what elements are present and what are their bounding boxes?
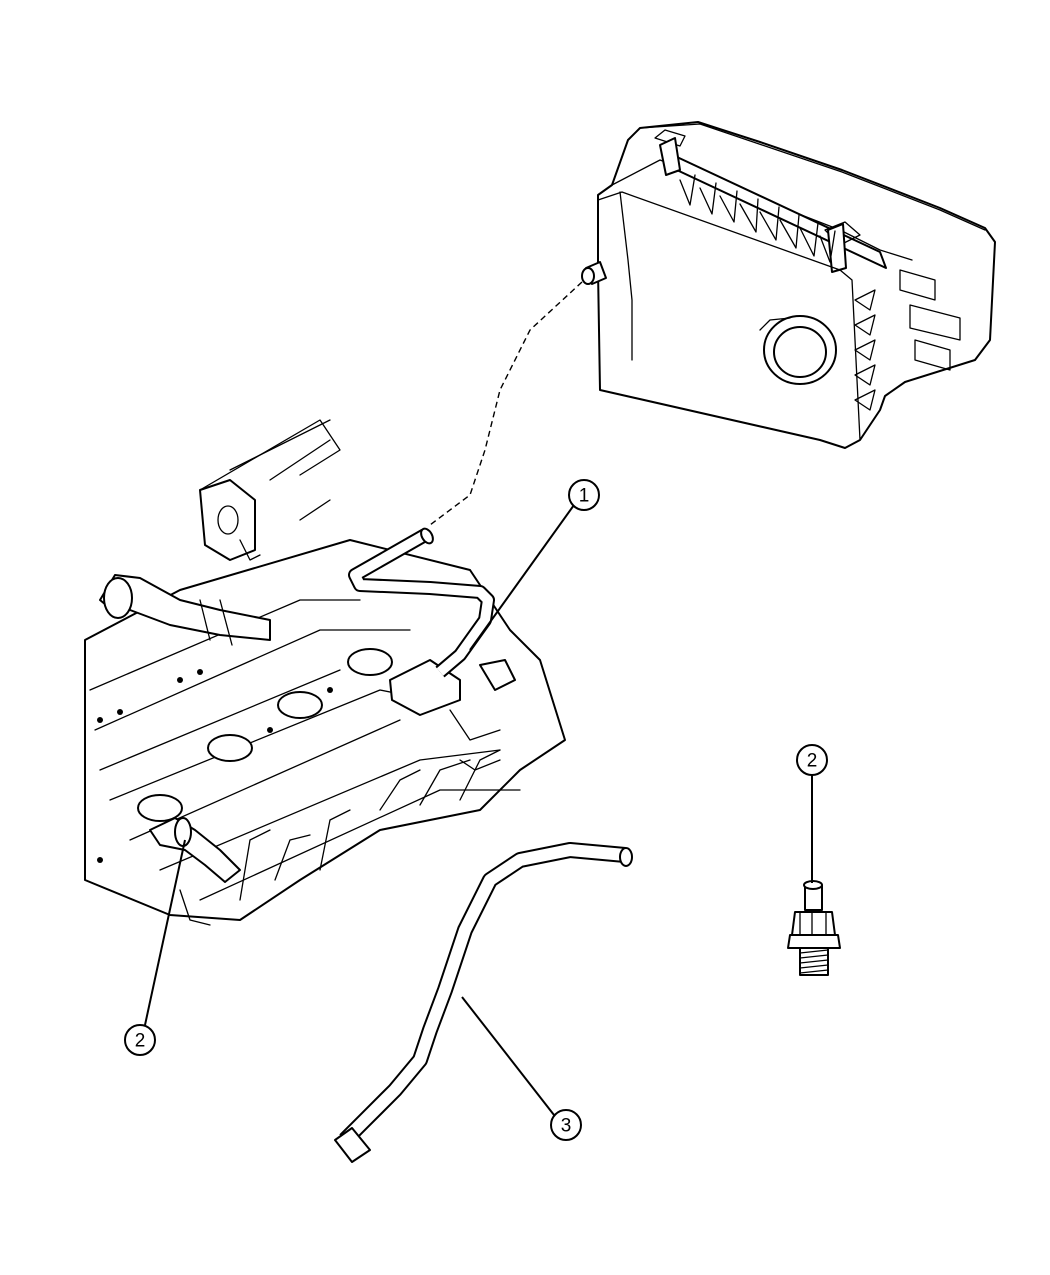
- hose-part-3: [334, 842, 633, 1163]
- callout-1-label: 1: [579, 486, 590, 507]
- coil-packs: [137, 648, 393, 822]
- engine-assembly: [84, 419, 566, 926]
- callout-2-valve: 2: [796, 744, 828, 883]
- callout-2-valve-label: 2: [807, 751, 818, 772]
- housing-breather-nipple: [581, 261, 607, 285]
- engine-bolts: [97, 669, 333, 863]
- makeup-air-hose: [348, 527, 495, 678]
- housing-side-ribs: [854, 269, 961, 411]
- callout-3-label: 3: [561, 1116, 572, 1137]
- callout-1: 1: [469, 479, 600, 651]
- callout-2-engine-label: 2: [135, 1031, 146, 1052]
- pcv-valve: [787, 880, 841, 976]
- housing-outlet-port: [759, 315, 837, 385]
- housing-ribs: [679, 174, 836, 263]
- air-cleaner-housing: [581, 121, 996, 449]
- hose-route-line: [429, 281, 583, 526]
- callout-3: 3: [461, 996, 582, 1141]
- callout-2-engine: 2: [124, 839, 186, 1056]
